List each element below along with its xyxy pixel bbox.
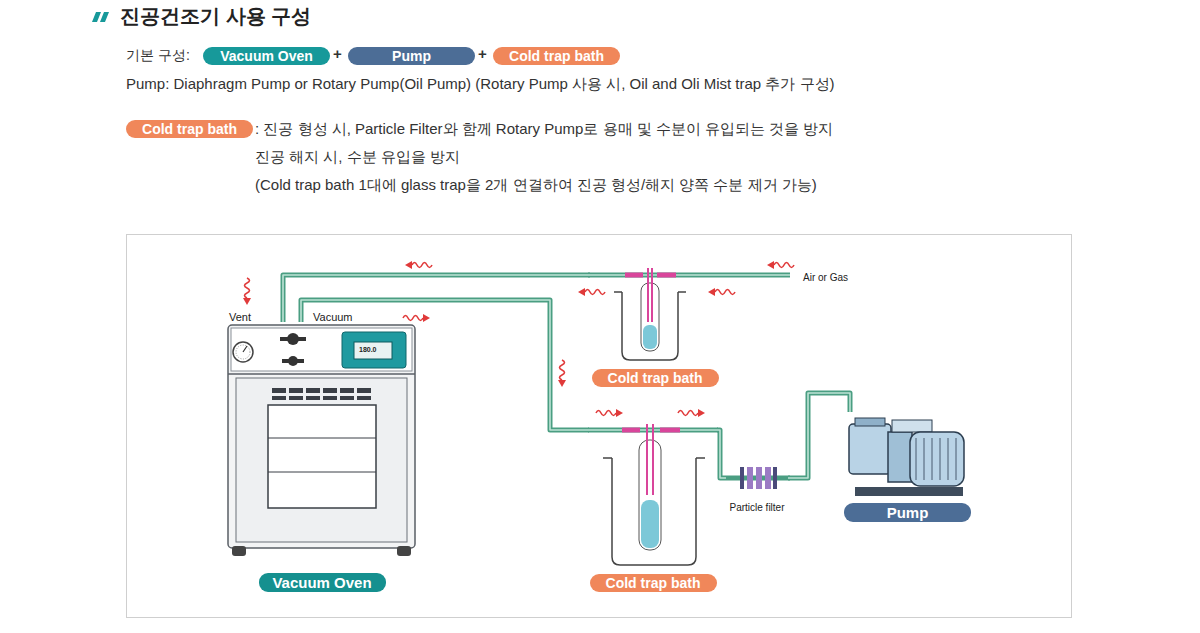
pipe [301, 300, 589, 430]
component-name: Cold trap bath [590, 574, 717, 592]
component-box: Particle filter [726, 462, 788, 514]
component-box: Cold trap bath [590, 272, 720, 387]
label-pill: Cold trap bath [126, 120, 253, 138]
lower-cold-trap-drawing [588, 424, 718, 565]
pill-text: Cold trap bath [493, 47, 620, 65]
component-box: Cold trap bath [589, 424, 717, 592]
title: 진공건조기 사용 구성 [120, 4, 311, 28]
flow-arrows [243, 261, 794, 417]
label: 기본 구성: [126, 47, 190, 64]
diagram-panel [127, 235, 1072, 618]
component-name: Pump [844, 503, 971, 522]
component-name: Particle filter [726, 502, 788, 514]
label-pill: Pump [348, 47, 475, 65]
component-box: Vacuum Oven [228, 322, 416, 592]
label: + [333, 45, 342, 63]
label: + [478, 45, 487, 63]
label: Vent [229, 311, 251, 324]
label: (Cold trap bath 1대에 glass trap을 2개 연결하여 … [255, 176, 817, 194]
pipe-highlight [301, 300, 589, 430]
pipe-highlight [788, 393, 850, 478]
component-box: Pump [840, 412, 975, 522]
pill-text: Cold trap bath [126, 120, 253, 138]
pipe [717, 430, 726, 478]
label: Pump: Diaphragm Pump or Rotary Pump(Oil … [126, 75, 835, 93]
label: 진공 해지 시, 수분 유입을 방지 [255, 148, 460, 166]
label: Air or Gas [803, 272, 848, 284]
pump-drawing [849, 418, 964, 496]
pill-text: Pump [348, 47, 475, 65]
component-name: Cold trap bath [592, 369, 719, 387]
pipe [788, 393, 850, 478]
particle-filter-drawing [726, 467, 790, 489]
pipe-connector [717, 430, 726, 478]
pipe-highlight [717, 430, 726, 478]
pill-text: Vacuum Oven [203, 47, 330, 65]
component-name: Vacuum Oven [259, 573, 386, 592]
heading-bullet [92, 12, 109, 22]
pipe-connector [788, 393, 850, 478]
label: Vacuum [313, 311, 353, 324]
label: 180.0 [359, 346, 377, 354]
vacuum-oven-drawing [228, 325, 415, 556]
label-pill: Vacuum Oven [203, 47, 330, 65]
upper-cold-trap-drawing [588, 268, 790, 360]
label-pill: Cold trap bath [493, 47, 620, 65]
pipe-connector [301, 300, 589, 430]
label: : 진공 형성 시, Particle Filter와 함께 Rotary Pu… [255, 120, 833, 138]
